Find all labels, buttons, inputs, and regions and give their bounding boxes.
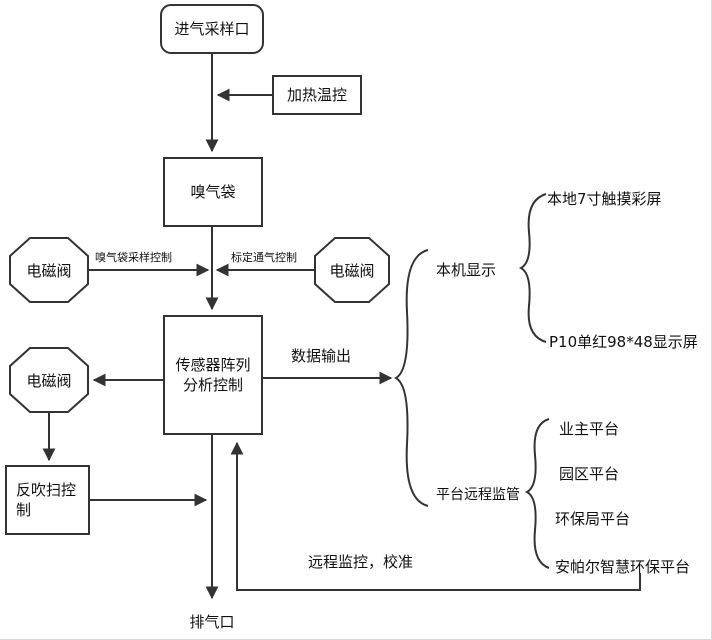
valve1-label: 电磁阀	[26, 262, 72, 280]
node-smell-bag-label: 嗅气袋	[190, 182, 236, 201]
edge-label-calibration-vent: 标定通气控制	[231, 251, 297, 264]
node-backflush-control: 反吹扫控制	[5, 465, 90, 535]
node-backflush-label: 反吹扫控制	[16, 480, 77, 519]
node-heater-label: 加热温控	[286, 85, 347, 104]
item-local-touchscreen: 本地7寸触摸彩屏	[547, 190, 662, 208]
brace-local-display	[518, 193, 547, 343]
node-sensor-array-label: 传感器阵列 分析控制	[175, 355, 250, 396]
item-epa-platform: 环保局平台	[555, 510, 631, 528]
sensor-label-line1: 传感器阵列	[175, 355, 251, 374]
node-smell-bag: 嗅气袋	[163, 157, 263, 227]
item-anpaer-platform: 安帕尔智慧环保平台	[555, 558, 691, 576]
valve3-label: 电磁阀	[26, 372, 72, 390]
valve3-octagon-shape	[9, 347, 89, 413]
group-local-display-label: 本机显示	[436, 261, 497, 279]
item-p10-display: P10单红98*48显示屏	[549, 333, 698, 351]
item-owner-platform: 业主平台	[559, 420, 620, 438]
node-heater-control: 加热温控	[272, 75, 362, 115]
edge-label-remote-monitor: 远程监控，校准	[308, 553, 414, 571]
edge-remote-feedback	[230, 441, 641, 591]
edge-label-bag-sampling: 嗅气袋采样控制	[95, 251, 172, 264]
brace-platform	[524, 418, 550, 569]
node-intake-label: 进气采样口	[174, 19, 250, 38]
valve1-octagon-shape	[9, 237, 89, 303]
node-intake-port: 进气采样口	[160, 4, 264, 54]
group-platform-label: 平台远程监管	[436, 487, 520, 503]
item-park-platform: 园区平台	[559, 465, 620, 483]
valve2-label: 电磁阀	[329, 262, 375, 280]
node-exhaust-label: 排气口	[189, 613, 235, 631]
edge-label-data-output: 数据输出	[291, 347, 352, 365]
sensor-label-line2: 分析控制	[182, 376, 243, 394]
node-sensor-array: 传感器阵列 分析控制	[163, 315, 263, 435]
brace-outputs	[393, 249, 429, 507]
valve2-octagon-shape	[314, 237, 390, 303]
